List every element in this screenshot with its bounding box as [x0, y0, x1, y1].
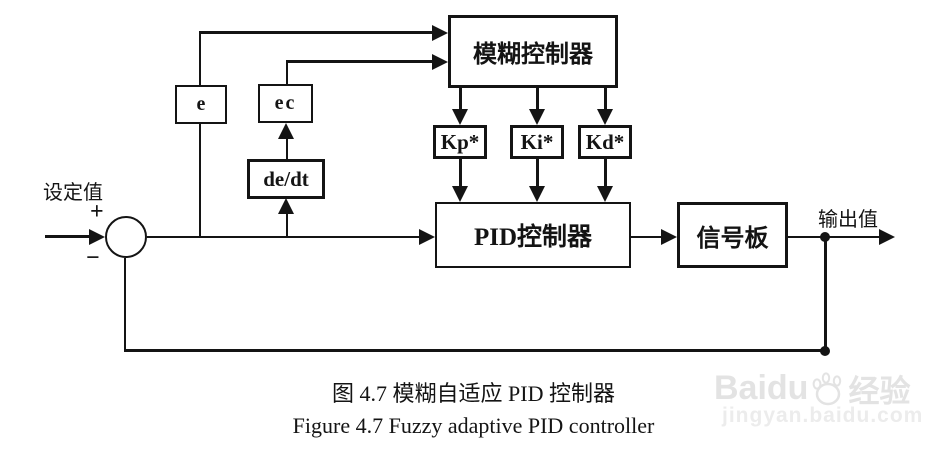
e-to-fuzzy-arrowhead-icon — [432, 25, 448, 41]
input-arrowhead-icon — [89, 229, 105, 245]
feedback-left-line — [124, 258, 126, 351]
fuzzy-to-kp-line — [459, 88, 462, 111]
input-line — [45, 235, 91, 238]
ki-block: Ki* — [510, 125, 564, 159]
fuzzy-to-kd-arrowhead-icon — [597, 109, 613, 125]
e-block: e — [175, 85, 227, 124]
ec-block: ec — [258, 84, 313, 123]
signal-board-block: 信号板 — [677, 202, 788, 268]
caption-zh: 图 4.7 模糊自适应 PID 控制器 — [332, 381, 615, 406]
dedt-to-ec-line — [286, 138, 288, 159]
kd-to-pid-line — [604, 159, 607, 188]
dedt-block: de/dt — [247, 159, 325, 199]
baidu-brand-text: Baidu — [714, 369, 809, 407]
kp-block: Kp* — [433, 125, 487, 159]
feedback-node-dot — [820, 346, 830, 356]
dedt-to-ec-arrowhead-icon — [278, 123, 294, 139]
pid-controller-block: PID控制器 — [435, 202, 631, 268]
setpoint-label: 设定值 — [43, 182, 103, 204]
minus-sign: − — [86, 245, 100, 271]
pid-to-signal-line — [631, 236, 662, 238]
summing-junction — [105, 216, 147, 258]
ki-to-pid-arrowhead-icon — [529, 186, 545, 202]
fuzzy-to-kd-line — [604, 88, 607, 111]
ec-up-line — [286, 60, 288, 84]
output-line — [788, 236, 880, 238]
baidu-watermark: Baidu 经验 — [714, 366, 910, 411]
output-arrowhead-icon — [879, 229, 895, 245]
signal-input-arrowhead-icon — [661, 229, 677, 245]
ki-to-pid-line — [536, 159, 539, 188]
e-tap-line — [199, 124, 201, 236]
error-line — [147, 236, 419, 238]
dedt-input-line — [286, 212, 288, 236]
e-up-line — [199, 32, 201, 85]
kp-to-pid-arrowhead-icon — [452, 186, 468, 202]
dedt-input-arrowhead-icon — [278, 198, 294, 214]
baidu-watermark-url: jingyan.baidu.com — [722, 404, 924, 427]
output-label: 输出值 — [818, 209, 878, 231]
caption-en: Figure 4.7 Fuzzy adaptive PID controller — [292, 413, 655, 438]
kp-to-pid-line — [459, 159, 462, 188]
kd-block: Kd* — [578, 125, 632, 159]
e-to-fuzzy-line — [199, 31, 432, 34]
plus-sign: + — [90, 199, 104, 225]
baidu-suffix-text: 经验 — [848, 374, 911, 409]
fuzzy-to-ki-line — [536, 88, 539, 111]
ec-to-fuzzy-line — [286, 60, 432, 63]
pid-input-arrowhead-icon — [419, 229, 435, 245]
kd-to-pid-arrowhead-icon — [597, 186, 613, 202]
ec-to-fuzzy-arrowhead-icon — [432, 54, 448, 70]
fuzzy-controller-block: 模糊控制器 — [448, 15, 618, 88]
feedback-right-line — [824, 237, 827, 351]
fuzzy-to-kp-arrowhead-icon — [452, 109, 468, 125]
baidu-paw-icon — [810, 371, 846, 406]
feedback-bottom-line — [124, 349, 825, 352]
fuzzy-to-ki-arrowhead-icon — [529, 109, 545, 125]
